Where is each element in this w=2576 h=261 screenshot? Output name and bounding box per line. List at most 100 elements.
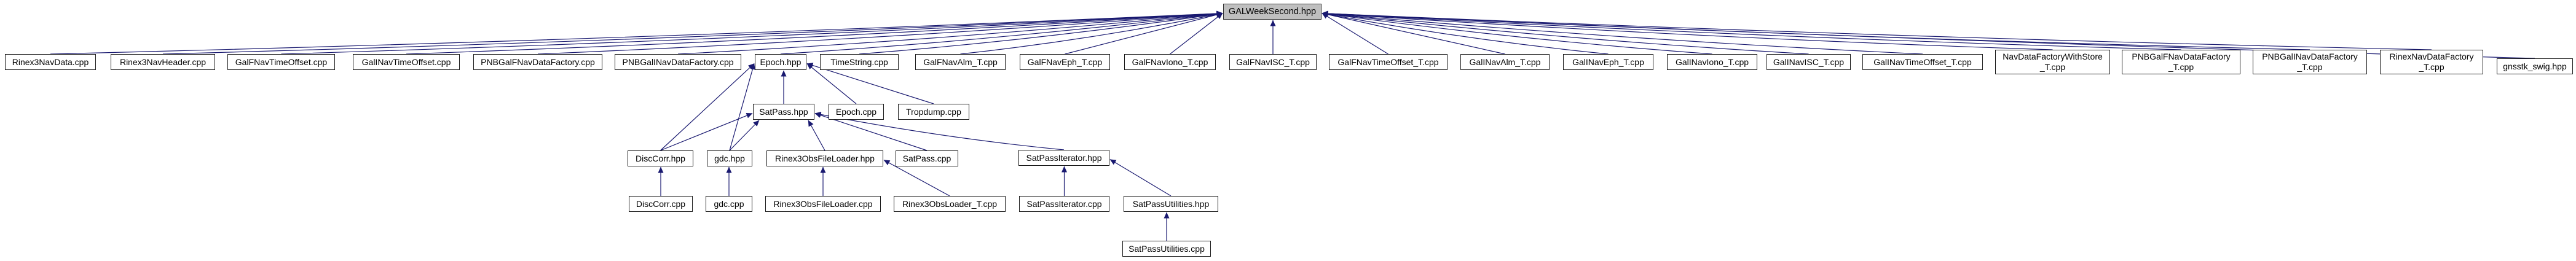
graph-node-label: Rinex3ObsFileLoader.cpp bbox=[773, 198, 873, 209]
graph-node-label: gdc.cpp bbox=[714, 198, 744, 209]
graph-node-label: PNBGalFNavDataFactory.cpp bbox=[481, 56, 595, 67]
include-edge bbox=[1321, 11, 1609, 55]
graph-node-label: DiscCorr.cpp bbox=[636, 198, 686, 209]
graph-node-label: gnsstk_swig.hpp bbox=[2503, 61, 2567, 71]
graph-node-GalINavTimeOffset_T_cpp[interactable]: GalINavTimeOffset_T.cpp bbox=[1862, 54, 1983, 70]
graph-node-label: GalINavTimeOffset_T.cpp bbox=[1873, 56, 1972, 67]
graph-node-GalFNavEph_T_cpp[interactable]: GalFNavEph_T.cpp bbox=[1020, 54, 1110, 70]
graph-node-SatPassUtilities_cpp[interactable]: SatPassUtilities.cpp bbox=[1122, 241, 1211, 257]
graph-node-label: _T.cpp bbox=[2419, 62, 2444, 72]
include-edge bbox=[1321, 10, 2053, 50]
graph-node-GalINavISC_T_cpp[interactable]: GalINavISC_T.cpp bbox=[1767, 54, 1851, 70]
graph-node-label: SatPassUtilities.hpp bbox=[1132, 198, 1210, 209]
graph-node-label: PNBGalFNavDataFactory bbox=[2132, 52, 2231, 61]
include-edge bbox=[677, 11, 1223, 55]
graph-node-label: Tropdump.cpp bbox=[906, 106, 961, 117]
graph-node-SatPass_cpp[interactable]: SatPass.cpp bbox=[896, 150, 958, 166]
include-edge bbox=[808, 120, 825, 151]
graph-node-label: Rinex3ObsFileLoader.hpp bbox=[775, 153, 875, 163]
include-edge bbox=[162, 10, 1223, 55]
graph-node-label: SatPassIterator.cpp bbox=[1026, 198, 1102, 209]
include-edge bbox=[1065, 12, 1223, 55]
graph-node-PNBGalFNavDataFactory_T_cpp[interactable]: PNBGalFNavDataFactory_T.cpp bbox=[2122, 50, 2240, 74]
graph-node-label: GalFNavTimeOffset.cpp bbox=[235, 56, 328, 67]
graph-node-Epoch_hpp[interactable]: Epoch.hpp bbox=[755, 54, 806, 70]
graph-node-label: _T.cpp bbox=[2297, 62, 2323, 72]
graph-node-GalINavIono_T_cpp[interactable]: GalINavIono_T.cpp bbox=[1667, 54, 1757, 70]
graph-node-GALWeekSecond_hpp[interactable]: GALWeekSecond.hpp bbox=[1223, 4, 1321, 20]
graph-node-label: SatPass.cpp bbox=[902, 153, 951, 163]
graph-node-label: GalFNavIono_T.cpp bbox=[1132, 56, 1208, 67]
graph-node-label: GalINavIono_T.cpp bbox=[1675, 56, 1749, 67]
graph-node-label: GalFNavAlm_T.cpp bbox=[923, 56, 998, 67]
graph-node-SatPassIterator_hpp[interactable]: SatPassIterator.hpp bbox=[1018, 150, 1109, 166]
graph-node-Rinex3ObsFileLoader_cpp[interactable]: Rinex3ObsFileLoader.cpp bbox=[765, 196, 881, 212]
graph-node-label: GalINavTimeOffset.cpp bbox=[361, 56, 451, 67]
graph-node-label: _T.cpp bbox=[2168, 62, 2194, 72]
graph-node-Rinex3ObsLoader_T_cpp[interactable]: Rinex3ObsLoader_T.cpp bbox=[894, 196, 1006, 212]
graph-node-GalINavAlm_T_cpp[interactable]: GalINavAlm_T.cpp bbox=[1460, 54, 1550, 70]
graph-node-GalINavEph_T_cpp[interactable]: GalINavEph_T.cpp bbox=[1563, 54, 1653, 70]
graph-node-RinexNavDataFactory_T_cpp[interactable]: RinexNavDataFactory_T.cpp bbox=[2380, 50, 2483, 74]
graph-node-gdc_hpp[interactable]: gdc.hpp bbox=[707, 150, 752, 166]
graph-node-label: Rinex3NavData.cpp bbox=[12, 56, 89, 67]
include-edge bbox=[883, 160, 950, 197]
graph-node-label: GalINavISC_T.cpp bbox=[1773, 56, 1845, 67]
include-edge bbox=[729, 120, 760, 151]
graph-node-SatPass_hpp[interactable]: SatPass.hpp bbox=[753, 104, 814, 120]
graph-node-label: PNBGalINavDataFactory bbox=[2262, 52, 2358, 61]
graph-node-DiscCorr_cpp[interactable]: DiscCorr.cpp bbox=[629, 196, 693, 212]
graph-node-gdc_cpp[interactable]: gdc.cpp bbox=[706, 196, 752, 212]
include-edge bbox=[406, 10, 1223, 55]
graph-node-GalFNavTimeOffset_cpp[interactable]: GalFNavTimeOffset.cpp bbox=[227, 54, 335, 70]
graph-node-GalFNavAlm_T_cpp[interactable]: GalFNavAlm_T.cpp bbox=[915, 54, 1006, 70]
graph-node-PNBGalFNavDataFactory_cpp[interactable]: PNBGalFNavDataFactory.cpp bbox=[473, 54, 602, 70]
graph-node-label: GALWeekSecond.hpp bbox=[1228, 6, 1317, 17]
graph-node-label: Rinex3ObsLoader_T.cpp bbox=[902, 198, 998, 209]
graph-node-SatPassIterator_cpp[interactable]: SatPassIterator.cpp bbox=[1019, 196, 1109, 212]
include-edge bbox=[1109, 159, 1172, 197]
include-edge bbox=[859, 11, 1223, 55]
include-edge bbox=[1170, 13, 1223, 55]
graph-node-GalFNavISC_T_cpp[interactable]: GalFNavISC_T.cpp bbox=[1229, 54, 1317, 70]
graph-node-label: _T.cpp bbox=[2039, 62, 2066, 72]
graph-node-label: GalFNavTimeOffset_T.cpp bbox=[1337, 56, 1439, 67]
graph-node-label: Epoch.hpp bbox=[760, 56, 802, 67]
graph-node-gnsstk_swig_hpp[interactable]: gnsstk_swig.hpp bbox=[2497, 58, 2573, 74]
graph-node-PNBGalINavDataFactory_T_cpp[interactable]: PNBGalINavDataFactory_T.cpp bbox=[2253, 50, 2367, 74]
graph-node-label: SatPassIterator.hpp bbox=[1026, 152, 1102, 163]
include-edge bbox=[1321, 12, 1505, 55]
graph-node-label: GalINavEph_T.cpp bbox=[1572, 56, 1644, 67]
graph-node-label: DiscCorr.hpp bbox=[636, 153, 685, 163]
graph-node-label: PNBGalINavDataFactory.cpp bbox=[622, 56, 734, 67]
graph-node-label: gdc.hpp bbox=[714, 153, 745, 163]
graph-node-SatPassUtilities_hpp[interactable]: SatPassUtilities.hpp bbox=[1124, 196, 1218, 212]
graph-node-NavDataFactoryWithStore_T_cpp[interactable]: NavDataFactoryWithStore_T.cpp bbox=[1995, 50, 2110, 74]
graph-node-label: TimeString.cpp bbox=[830, 56, 888, 67]
graph-node-Rinex3NavData_cpp[interactable]: Rinex3NavData.cpp bbox=[5, 54, 96, 70]
graph-node-DiscCorr_hpp[interactable]: DiscCorr.hpp bbox=[628, 150, 693, 166]
include-edge bbox=[281, 10, 1223, 55]
include-edge bbox=[960, 12, 1223, 55]
graph-node-label: GalINavAlm_T.cpp bbox=[1469, 56, 1541, 67]
include-edge bbox=[780, 11, 1223, 55]
graph-node-TimeString_cpp[interactable]: TimeString.cpp bbox=[820, 54, 899, 70]
graph-node-label: RinexNavDataFactory bbox=[2389, 52, 2474, 61]
graph-node-GalINavTimeOffset_cpp[interactable]: GalINavTimeOffset.cpp bbox=[353, 54, 460, 70]
graph-node-Epoch_cpp[interactable]: Epoch.cpp bbox=[829, 104, 884, 120]
graph-node-Rinex3NavHeader_cpp[interactable]: Rinex3NavHeader.cpp bbox=[111, 54, 215, 70]
include-edge bbox=[1321, 10, 2432, 50]
graph-node-Rinex3ObsFileLoader_hpp[interactable]: Rinex3ObsFileLoader.hpp bbox=[766, 150, 883, 166]
include-edge bbox=[1321, 10, 1923, 55]
graph-node-label: SatPass.hpp bbox=[759, 106, 808, 117]
graph-node-label: Rinex3NavHeader.cpp bbox=[119, 56, 207, 67]
graph-node-label: GalFNavISC_T.cpp bbox=[1236, 56, 1310, 67]
graph-node-GalFNavIono_T_cpp[interactable]: GalFNavIono_T.cpp bbox=[1124, 54, 1216, 70]
graph-node-PNBGalINavDataFactory_cpp[interactable]: PNBGalINavDataFactory.cpp bbox=[615, 54, 741, 70]
include-edge bbox=[1321, 13, 1388, 55]
graph-node-GalFNavTimeOffset_T_cpp[interactable]: GalFNavTimeOffset_T.cpp bbox=[1329, 54, 1448, 70]
include-edge bbox=[660, 63, 755, 151]
graph-node-Tropdump_cpp[interactable]: Tropdump.cpp bbox=[898, 104, 969, 120]
